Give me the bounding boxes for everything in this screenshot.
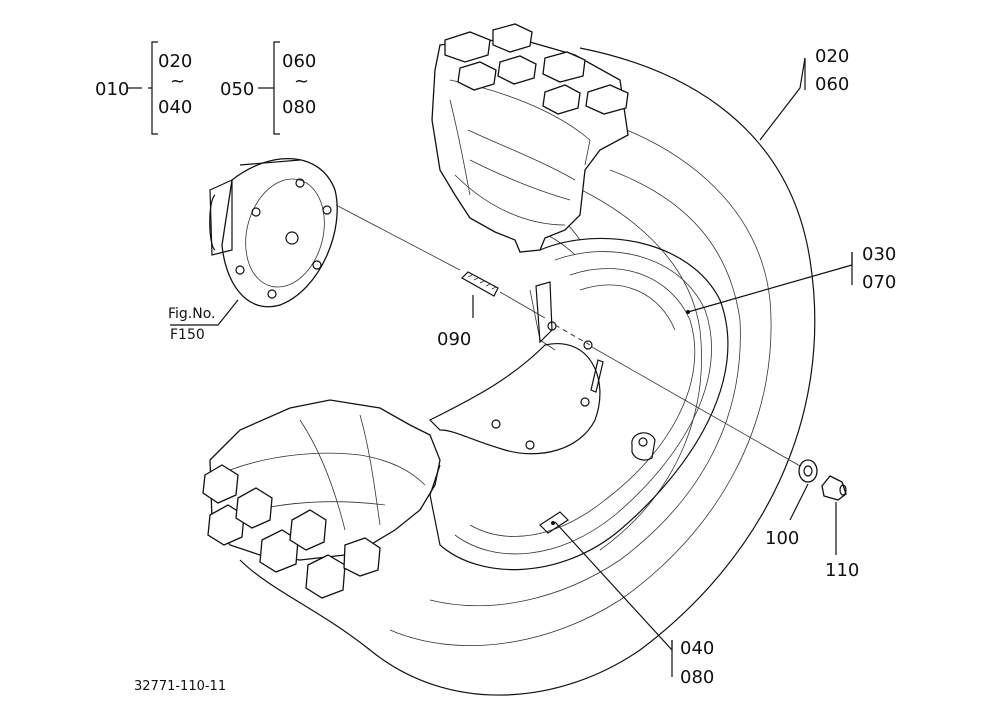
callout-rim-070: 070 bbox=[862, 272, 896, 293]
range-tilde-left: ~ bbox=[170, 71, 185, 92]
axis-line-hub-stud bbox=[335, 204, 461, 271]
bracket-group-left bbox=[128, 41, 158, 135]
callout-stud-090: 090 bbox=[437, 329, 471, 350]
axis-line-stud-rim bbox=[499, 291, 546, 319]
leader-lines bbox=[170, 57, 853, 677]
fig-ref-number: F150 bbox=[170, 327, 205, 343]
callout-010: 010 bbox=[95, 79, 129, 100]
tread-lugs-upper bbox=[444, 23, 629, 115]
callout-nut-110: 110 bbox=[825, 560, 859, 581]
callout-040-range-end: 040 bbox=[158, 97, 192, 118]
rim bbox=[428, 237, 729, 571]
callout-tube-040: 040 bbox=[680, 638, 714, 659]
fig-ref-label: Fig.No. bbox=[168, 306, 216, 322]
axis-line-rim-dashed bbox=[554, 324, 591, 346]
callout-washer-100: 100 bbox=[765, 528, 799, 549]
callout-050: 050 bbox=[220, 79, 254, 100]
bracket-group-mid bbox=[258, 41, 280, 135]
callout-tire-060: 060 bbox=[815, 74, 849, 95]
callout-tire-020: 020 bbox=[815, 46, 849, 67]
drawing-number: 32771-110-11 bbox=[134, 679, 226, 694]
callout-rim-030: 030 bbox=[862, 244, 896, 265]
callout-080-range-end: 080 bbox=[282, 97, 316, 118]
stud-part bbox=[461, 271, 499, 297]
washer-part bbox=[798, 459, 818, 483]
tread-lugs-lower bbox=[202, 464, 381, 599]
nut-part bbox=[821, 475, 847, 501]
callout-060-range-start: 060 bbox=[282, 51, 316, 72]
range-tilde-mid: ~ bbox=[294, 71, 309, 92]
axis-line-rim-washer bbox=[591, 346, 801, 467]
callout-tube-080: 080 bbox=[680, 667, 714, 688]
hub bbox=[209, 158, 338, 308]
callout-020-range-start: 020 bbox=[158, 51, 192, 72]
